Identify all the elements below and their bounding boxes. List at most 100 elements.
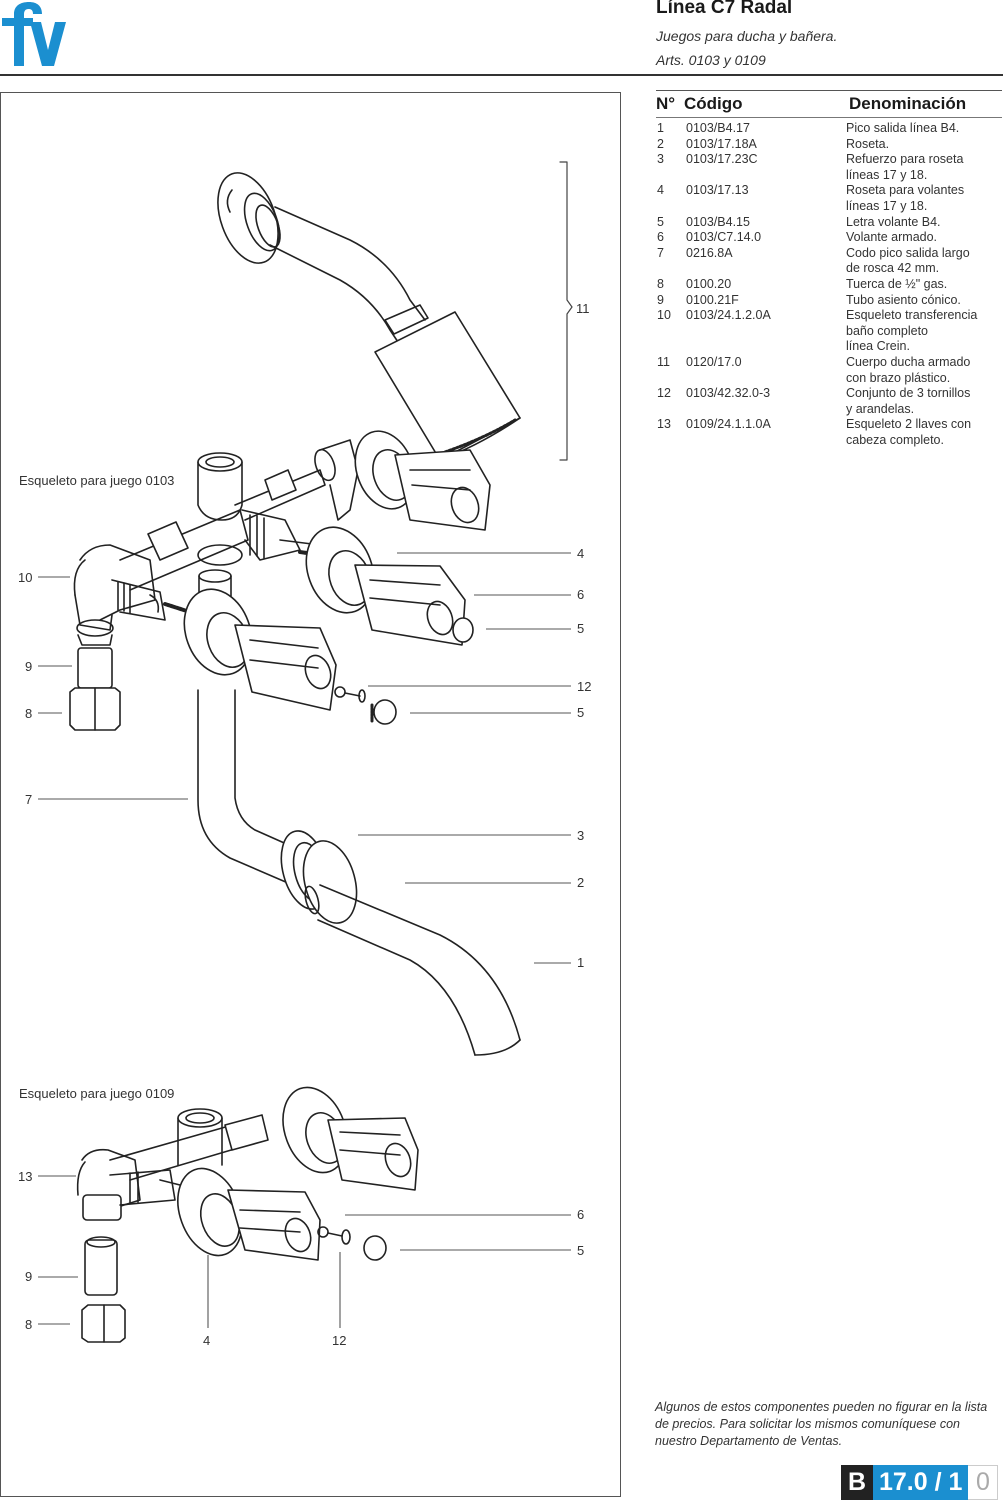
table-row: 6 0103/C7.14.0 Volante armado.: [652, 230, 1002, 246]
table-row: 9 0100.21F Tubo asiento cónico.: [652, 293, 1002, 309]
part-number: 9: [657, 292, 664, 307]
part-code: 0103/B4.15: [686, 214, 750, 229]
article-numbers: Arts. 0103 y 0109: [656, 52, 766, 68]
part-code: 0103/24.1.2.0A: [686, 308, 771, 323]
table-row: 7 0216.8A Codo pico salida largo de rosca …: [652, 246, 1002, 277]
caption-skeleton-0109: Esqueleto para juego 0109: [19, 1086, 174, 1101]
callout-8-lower: 8: [25, 1317, 32, 1332]
part-name: Codo pico salida largo de rosca 42 mm.: [846, 245, 970, 276]
callout-5-lower: 5: [577, 1243, 584, 1258]
callout-5b: 5: [577, 705, 584, 720]
table-top-rule: [656, 90, 1002, 91]
page-section: B: [841, 1465, 873, 1500]
rosette-and-knob-left-drawing: [183, 588, 397, 725]
table-row: 11 0120/17.0 Cuerpo ducha armado con brazo…: [652, 355, 1002, 386]
part-name: Roseta para volantes líneas 17 y 18.: [846, 183, 965, 213]
part-name: Volante armado.: [846, 230, 938, 245]
part-code: 0216.8A: [686, 245, 733, 260]
part-number: 10: [657, 308, 671, 323]
part-number: 1: [657, 121, 664, 135]
callout-4-lower: 4: [203, 1333, 210, 1348]
part-code: 0103/17.23C: [686, 152, 758, 167]
part-code: 0103/C7.14.0: [686, 230, 762, 245]
table-row: 8 0100.20 Tuerca de ½" gas.: [652, 277, 1002, 293]
part-code: 0103/42.32.0-3: [686, 386, 771, 401]
shower-arm-drawing: [217, 172, 429, 346]
part-code: 0103/17.18A: [686, 136, 757, 151]
pricing-note: Algunos de estos componentes pueden no f…: [655, 1400, 988, 1448]
callout-5: 5: [577, 621, 584, 636]
callout-10: 10: [18, 570, 32, 585]
table-row: 5 0103/B4.15 Letra volante B4.: [652, 215, 1002, 231]
callout-12-lower: 12: [332, 1333, 346, 1348]
table-row: 2 0103/17.18A Roseta.: [652, 137, 1002, 153]
table-body: 1 0103/B4.17 Pico salida línea B4. 2 0103/17…: [652, 121, 1002, 448]
header-number: N°: [656, 94, 676, 113]
part-name: Esqueleto 2 llaves con cabeza completo.: [846, 417, 972, 447]
tube-and-nut-lower-drawing: [81, 1236, 126, 1343]
part-number: 4: [657, 183, 664, 198]
part-name: Letra volante B4.: [846, 214, 941, 229]
part-number: 2: [657, 136, 664, 151]
part-number: 13: [657, 417, 671, 432]
header-name: Denominación: [849, 94, 967, 113]
exploded-diagram: Esqueleto para juego 0103 Esqueleto para…: [18, 161, 591, 1348]
callout-6-lower: 6: [577, 1207, 584, 1222]
part-code: 0103/17.13: [686, 183, 749, 198]
callout-1: 1: [577, 955, 584, 970]
part-number: 5: [657, 214, 664, 229]
tube-and-nut-upper-drawing: [69, 634, 121, 731]
part-number: 6: [657, 230, 664, 245]
part-name: Roseta.: [846, 136, 890, 151]
part-number: 8: [657, 276, 664, 291]
part-code: 0109/24.1.1.0A: [686, 417, 771, 432]
part-name: Tubo asiento cónico.: [846, 292, 961, 307]
part-name: Conjunto de 3 tornillos y arandelas.: [846, 386, 971, 416]
part-number: 12: [657, 386, 671, 401]
part-code: 0120/17.0: [686, 354, 742, 369]
table-row: 3 0103/17.23C Refuerzo para roseta líneas …: [652, 152, 1002, 183]
part-number: 7: [657, 245, 664, 260]
table-row: 13 0109/24.1.1.0A Esqueleto 2 llaves con c…: [652, 417, 1002, 448]
part-name: Pico salida línea B4.: [846, 121, 960, 135]
fv-logo: [2, 2, 66, 66]
header-divider: [0, 74, 1003, 76]
part-number: 3: [657, 152, 664, 167]
valve-body-0103-drawing: [73, 430, 491, 637]
callout-2: 2: [577, 875, 584, 890]
callout-9-lower: 9: [25, 1269, 32, 1284]
page-subtitle: Juegos para ducha y bañera.: [656, 28, 838, 44]
table-header-rule: [656, 117, 1002, 118]
part-name: Refuerzo para roseta líneas 17 y 18.: [846, 152, 964, 182]
callout-13: 13: [18, 1169, 32, 1184]
page-badge: B 17.0 / 1 0: [841, 1465, 999, 1500]
caption-skeleton-0103: Esqueleto para juego 0103: [19, 473, 174, 488]
header-code: Código: [684, 94, 743, 113]
table-row: 12 0103/42.32.0-3 Conjunto de 3 tornillos …: [652, 386, 1002, 417]
valve-body-0109-drawing: [76, 1086, 419, 1261]
part-code: 0100.21F: [686, 292, 739, 307]
callout-9: 9: [25, 659, 32, 674]
exploded-diagram-frame: [0, 92, 621, 1497]
part-number: 11: [657, 354, 670, 369]
callout-12: 12: [577, 679, 591, 694]
table-header: N° Código Denominación: [652, 91, 1002, 117]
part-name: Cuerpo ducha armado con brazo plástico.: [846, 354, 971, 385]
callout-3: 3: [577, 828, 584, 843]
spout-and-rosette-drawing: [280, 830, 521, 1056]
table-row: 4 0103/17.13 Roseta para volantes líneas 1…: [652, 183, 1002, 214]
page-title: Línea C7 Radal: [656, 0, 793, 18]
part-code: 0100.20: [686, 276, 732, 291]
table-row: 1 0103/B4.17 Pico salida línea B4.: [652, 121, 1002, 137]
callout-8: 8: [25, 706, 32, 721]
page-number: 17.0 / 1: [873, 1465, 969, 1500]
part-name: Tuerca de ½" gas.: [846, 276, 948, 291]
part-code: 0103/B4.17: [686, 121, 750, 135]
long-elbow-pipe-drawing: [197, 689, 301, 884]
rosette-and-knob-right-drawing: [305, 526, 474, 646]
callout-4: 4: [577, 546, 584, 561]
callout-7: 7: [25, 792, 32, 807]
table-row: 10 0103/24.1.2.0A Esqueleto transferencia …: [652, 308, 1002, 355]
part-name: Esqueleto transferencia baño completo lí…: [846, 308, 978, 354]
callout-11: 11: [576, 301, 590, 316]
